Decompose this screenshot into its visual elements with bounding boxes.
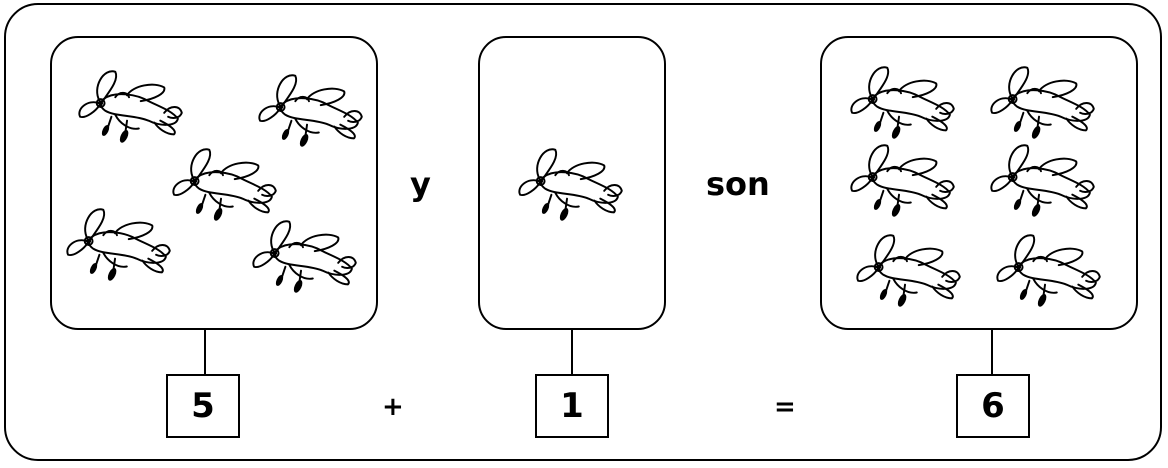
worksheet-frame xyxy=(4,3,1162,461)
word-and: y xyxy=(410,165,431,203)
propeller-plane-icon xyxy=(848,226,966,314)
propeller-plane-icon xyxy=(510,140,628,228)
propeller-plane-icon xyxy=(988,226,1106,314)
word-are: son xyxy=(706,165,770,203)
propeller-plane-icon xyxy=(70,62,188,150)
second-group-box xyxy=(478,36,666,330)
equals-sign: = xyxy=(774,392,796,422)
propeller-plane-icon xyxy=(982,58,1100,146)
propeller-plane-icon xyxy=(842,136,960,224)
first-connector-line xyxy=(204,330,206,374)
result-number-box: 6 xyxy=(956,374,1030,438)
propeller-plane-icon xyxy=(982,136,1100,224)
propeller-plane-icon xyxy=(842,58,960,146)
plus-sign: + xyxy=(382,392,404,422)
propeller-plane-icon xyxy=(58,200,176,288)
result-connector-line xyxy=(991,330,993,374)
second-connector-line xyxy=(571,330,573,374)
propeller-plane-icon xyxy=(244,212,362,300)
first-number-box: 5 xyxy=(166,374,240,438)
first-group-box xyxy=(50,36,378,330)
second-number-box: 1 xyxy=(535,374,609,438)
result-group-box xyxy=(820,36,1138,330)
